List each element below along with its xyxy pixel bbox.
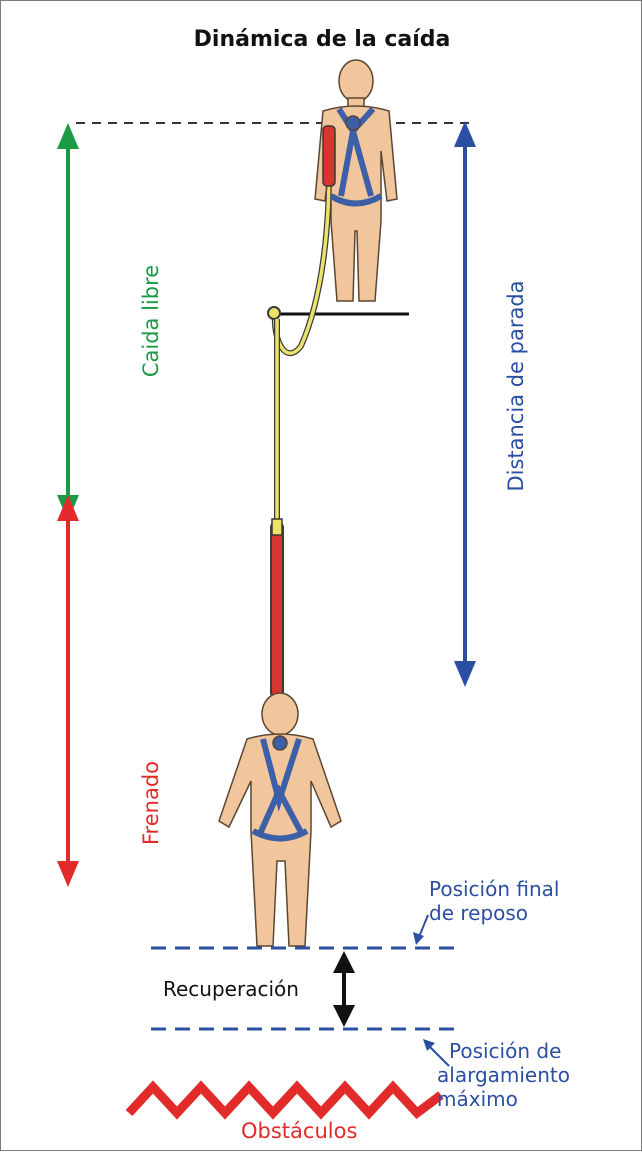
- worker-after-fall: [219, 693, 341, 946]
- braking-arrow: [57, 495, 79, 887]
- stopping-distance-label: Distancia de parada: [504, 280, 528, 491]
- free-fall-arrow: [57, 123, 79, 521]
- diagram-title: Dinámica de la caída: [1, 27, 642, 52]
- final-rest-position-label: Posición final de reposo: [429, 877, 559, 925]
- lanyard: [268, 141, 329, 697]
- final-rest-pointer: [413, 915, 428, 945]
- free-fall-label: Caida libre: [139, 265, 163, 377]
- stopping-distance-arrow: [454, 121, 476, 687]
- braking-label: Frenado: [139, 761, 163, 845]
- final-rest-line1: Posición final: [429, 877, 559, 901]
- recovery-label: Recuperación: [163, 977, 299, 1001]
- obstacles-zigzag: [129, 1087, 441, 1113]
- energy-absorber: [271, 523, 283, 697]
- worker-before-fall: [315, 60, 397, 301]
- max-elongation-line2: alargamiento: [437, 1063, 570, 1087]
- max-elongation-line1: Posición de: [437, 1039, 570, 1063]
- final-rest-line2: de reposo: [429, 901, 559, 925]
- obstacles-label: Obstáculos: [241, 1119, 357, 1143]
- max-elongation-line3: máximo: [437, 1087, 570, 1111]
- max-elongation-label: Posición de alargamiento máximo: [437, 1039, 570, 1111]
- recovery-arrow: [333, 951, 355, 1027]
